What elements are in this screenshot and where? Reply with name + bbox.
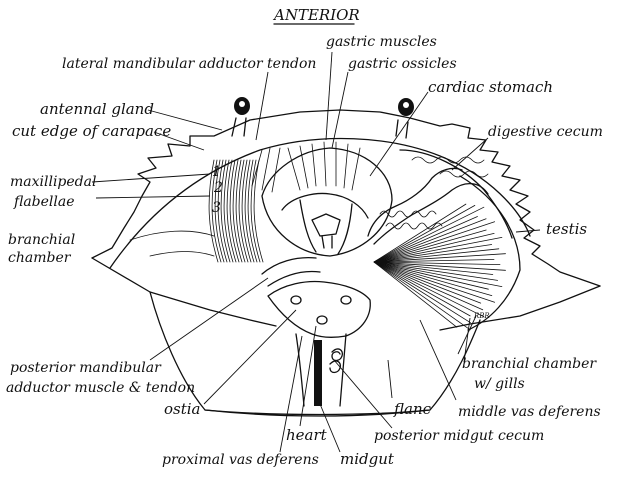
- label-flanc: flanc: [393, 400, 432, 418]
- label-maxillipedal-line1: maxillipedal: [10, 174, 96, 190]
- midgut: [295, 333, 347, 407]
- testis-gills-fan: [373, 175, 521, 331]
- fan-line: [373, 244, 493, 263]
- flabellum-stroke: [208, 159, 219, 263]
- fan-line: [373, 261, 489, 290]
- fan-line: [373, 261, 471, 324]
- fan-line: [373, 259, 495, 263]
- fan-line: [373, 253, 506, 263]
- eye-left: [231, 97, 250, 137]
- label-branchial-line1: branchial: [8, 232, 75, 248]
- leader-lines: [91, 51, 541, 453]
- posterior-midgut-cecum: [329, 348, 344, 374]
- flabellum-stroke: [253, 159, 264, 263]
- label-cut-edge-of-carapace: cut edge of carapace: [12, 122, 171, 140]
- abdomen-base: [204, 409, 431, 416]
- fan-line: [373, 261, 482, 304]
- fan-line: [373, 261, 495, 303]
- fan-line: [373, 261, 494, 275]
- fan-line: [373, 248, 500, 263]
- heart-region: [267, 280, 371, 338]
- carapace-lower: [91, 257, 277, 327]
- number-1: 1: [212, 164, 221, 180]
- flabellum-stroke: [220, 159, 231, 263]
- label-gills-line2: w/ gills: [474, 376, 525, 392]
- flabellum-stroke: [235, 159, 246, 263]
- flabellum-stroke: [217, 159, 228, 263]
- flabellum-stroke: [226, 159, 237, 263]
- signature: RBR: [473, 312, 490, 320]
- flabellum-stroke: [214, 159, 225, 263]
- ostium-center: [316, 315, 328, 325]
- label-gastric-muscles: gastric muscles: [326, 34, 437, 50]
- fan-line: [373, 216, 478, 263]
- eye-right: [395, 98, 414, 139]
- gastric-region: [251, 141, 393, 257]
- body-outer-right: [439, 285, 601, 331]
- flabellum-stroke: [232, 159, 243, 263]
- label-lateral-mandibular-adductor-tendon: lateral mandibular adductor tendon: [62, 56, 316, 72]
- diagram-title: ANTERIOR: [272, 6, 360, 24]
- label-antennal-gland: antennal gland: [40, 100, 154, 118]
- flabellum-stroke: [238, 159, 249, 263]
- fan-line: [373, 261, 503, 287]
- fan-line: [373, 261, 471, 331]
- label-flabellae-line2: flabellae: [13, 194, 75, 210]
- fan-line: [373, 261, 485, 318]
- fan-line: [373, 261, 501, 265]
- fan-line: [373, 203, 467, 263]
- label-ostia: ostia: [164, 400, 201, 418]
- fan-line: [373, 233, 495, 263]
- flabellum-stroke: [241, 159, 252, 263]
- abdomen-outline: [149, 291, 481, 417]
- ostium-left: [290, 295, 302, 305]
- label-chamber-line2: chamber: [8, 250, 72, 266]
- flabellum-stroke: [229, 159, 240, 263]
- cardiac-stomach-coil: [367, 167, 489, 245]
- label-adductor-muscle-tendon: adductor muscle & tendon: [6, 380, 195, 396]
- fan-line: [373, 218, 487, 263]
- flabellum-stroke: [223, 159, 234, 263]
- posterior-mandibular-adductor: [261, 256, 321, 287]
- fan-line: [373, 261, 493, 296]
- number-3: 3: [212, 200, 221, 216]
- label-branchial-chamber-gills-line1: branchial chamber: [462, 356, 597, 372]
- label-proximal-vas-deferens: proximal vas deferens: [162, 452, 319, 468]
- flabellum-stroke: [211, 159, 222, 263]
- fan-line: [373, 261, 458, 328]
- fan-line: [373, 206, 485, 263]
- flabellum-stroke: [244, 159, 255, 263]
- branchial-chamber-left: [129, 230, 215, 257]
- label-testis: testis: [546, 220, 587, 238]
- fan-line: [373, 221, 495, 263]
- label-cardiac-stomach: cardiac stomach: [428, 78, 553, 96]
- fan-line: [373, 261, 506, 271]
- fan-line: [373, 237, 503, 263]
- digestive-cecum: [399, 149, 513, 239]
- label-midgut: midgut: [340, 450, 395, 468]
- label-heart: heart: [286, 426, 328, 444]
- fan-line: [373, 229, 487, 263]
- flabellum-stroke: [247, 159, 258, 263]
- ostium-right: [340, 295, 352, 305]
- label-posterior-mandibular: posterior mandibular: [10, 360, 162, 376]
- label-posterior-midgut-cecum: posterior midgut cecum: [374, 428, 544, 444]
- label-middle-vas-deferens: middle vas deferens: [458, 404, 601, 420]
- number-2: 2: [213, 180, 223, 196]
- maxillipedal-flabellae: [208, 159, 264, 263]
- fan-line: [373, 261, 471, 317]
- flabellum-stroke: [250, 159, 261, 263]
- fan-line: [373, 261, 484, 311]
- label-digestive-cecum: digestive cecum: [488, 124, 603, 140]
- label-gastric-ossicles: gastric ossicles: [348, 56, 457, 72]
- fan-line: [373, 205, 476, 263]
- testis-boundary: [459, 175, 521, 331]
- fan-line: [373, 261, 498, 281]
